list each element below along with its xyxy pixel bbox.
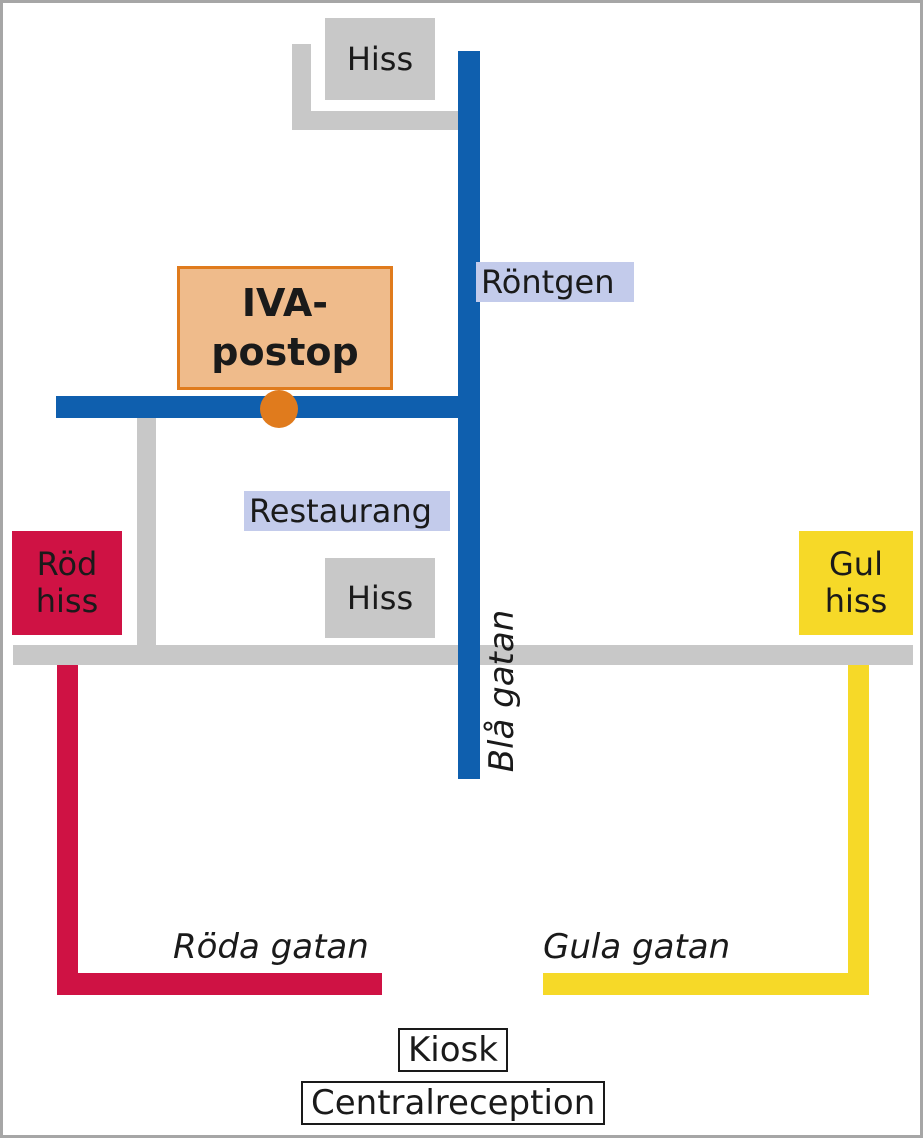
red-street-horizontal — [57, 973, 382, 995]
kiosk-label: Kiosk — [398, 1028, 508, 1072]
middle-elevator: Hiss — [325, 558, 435, 638]
yellow-elevator-label: Gul hiss — [824, 545, 888, 620]
yellow-street-vertical — [848, 665, 869, 995]
iva-entrance-marker — [260, 390, 298, 428]
red-elevator-label: Röd hiss — [35, 545, 99, 620]
top-elevator: Hiss — [325, 18, 435, 100]
rontgen-label: Röntgen — [476, 262, 634, 302]
red-street-label: Röda gatan — [173, 927, 369, 967]
restaurant-label: Restaurang — [244, 491, 450, 531]
left-corridor-vertical — [137, 413, 156, 655]
iva-postop-label: IVA- postop — [211, 280, 359, 374]
iva-postop-box: IVA- postop — [177, 266, 393, 390]
top-elevator-connector-horizontal — [292, 111, 464, 130]
top-elevator-label: Hiss — [346, 39, 414, 78]
top-elevator-connector-vertical — [292, 44, 311, 130]
yellow-elevator: Gul hiss — [799, 531, 913, 635]
red-elevator: Röd hiss — [12, 531, 122, 635]
middle-elevator-label: Hiss — [346, 578, 414, 617]
yellow-street-horizontal — [543, 973, 869, 995]
red-street-vertical — [57, 665, 78, 975]
central-reception-label: Centralreception — [301, 1081, 606, 1125]
yellow-street-label: Gula gatan — [543, 927, 731, 967]
blue-street-label: Blå gatan — [482, 609, 522, 773]
blue-street-vertical — [458, 51, 480, 779]
